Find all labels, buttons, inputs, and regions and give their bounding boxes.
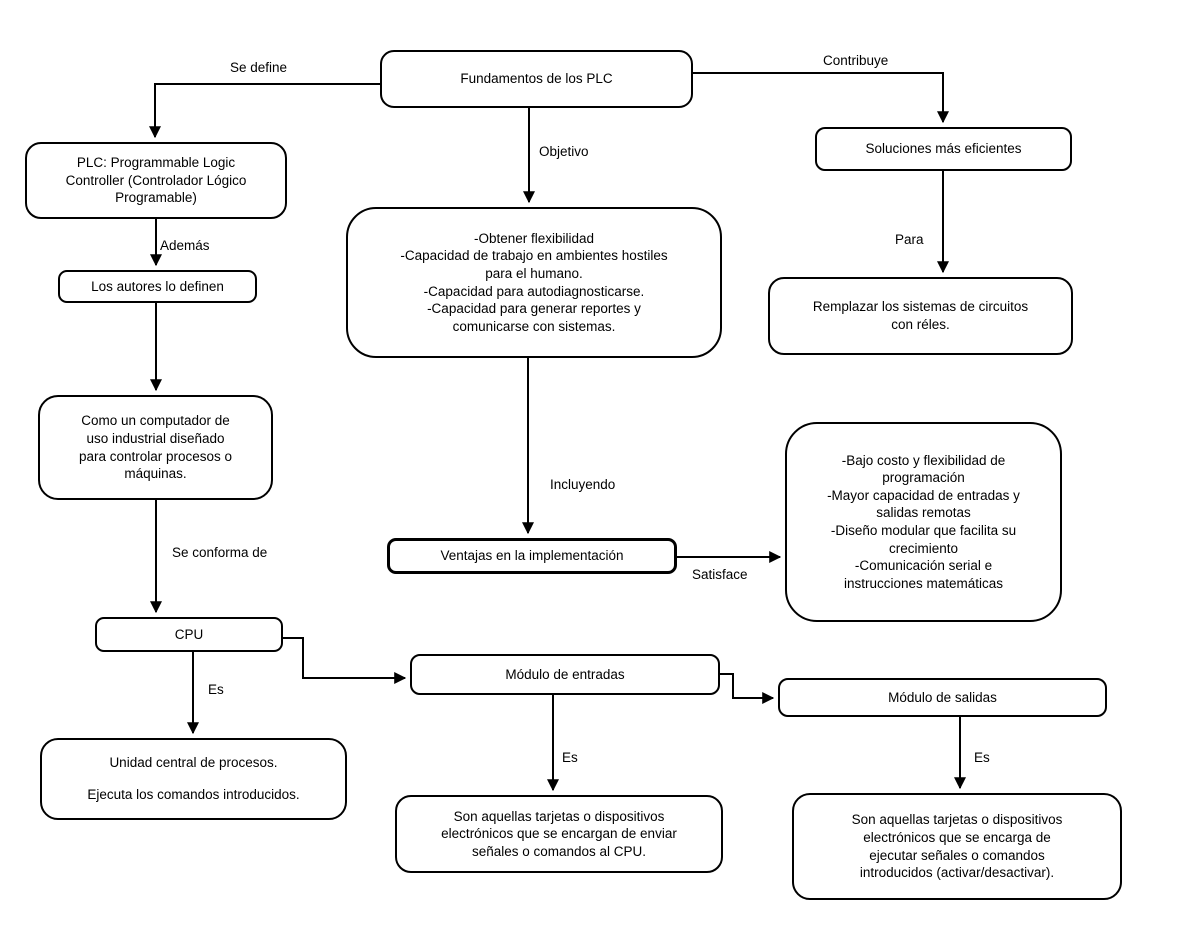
node-entradas-descripcion-label: Son aquellas tarjetas o dispositivos ele…	[441, 808, 677, 859]
node-ventajas-implementacion-label: Ventajas en la implementación	[440, 548, 624, 564]
node-modulo-entradas-label: Módulo de entradas	[505, 666, 625, 682]
edge-label-objetivo: Objetivo	[537, 144, 591, 159]
edge-label-ademas: Además	[158, 238, 212, 253]
node-plc-definicion-label: PLC: Programmable Logic Controller (Cont…	[65, 155, 247, 206]
node-entradas-descripcion: Son aquellas tarjetas o dispositivos ele…	[395, 795, 723, 873]
node-cpu: CPU	[95, 617, 283, 652]
edge-label-se-define: Se define	[228, 60, 290, 75]
edge-label-es-cpu: Es	[206, 682, 226, 697]
edge-se-define-line	[149, 83, 380, 139]
ventaja-item: -Mayor capacidad de entradas y salidas r…	[827, 487, 1020, 521]
node-remplazar-reles: Remplazar los sistemas de circuitos con …	[768, 277, 1073, 355]
ventaja-item: -Bajo costo y flexibilidad de programaci…	[841, 452, 1006, 486]
objetivo-item: -Capacidad para autodiagnosticarse.	[423, 283, 645, 299]
node-soluciones-eficientes-label: Soluciones más eficientes	[865, 141, 1022, 157]
edge-label-es-salidas: Es	[972, 750, 992, 765]
node-autores-definen-label: Los autores lo definen	[91, 278, 224, 294]
node-fundamentos-plc: Fundamentos de los PLC	[380, 50, 693, 108]
edge-contribuye-line	[693, 72, 949, 124]
objetivo-item: -Obtener flexibilidad	[473, 230, 595, 246]
node-modulo-entradas: Módulo de entradas	[410, 654, 720, 695]
ventaja-item: -Comunicación serial e instrucciones mat…	[843, 558, 1004, 591]
node-unidad-central: Unidad central de procesos. Ejecuta los …	[40, 738, 347, 820]
unidad-central-linea2: Ejecuta los comandos introducidos.	[87, 787, 300, 802]
node-ventajas-implementacion: Ventajas en la implementación	[387, 538, 677, 574]
node-ventajas-detalle: -Bajo costo y flexibilidad de programaci…	[785, 422, 1062, 622]
node-soluciones-eficientes: Soluciones más eficientes	[815, 127, 1072, 171]
node-remplazar-reles-label: Remplazar los sistemas de circuitos con …	[812, 299, 1029, 332]
edge-label-se-conforma-de: Se conforma de	[170, 545, 270, 560]
edge-label-incluyendo: Incluyendo	[548, 477, 618, 492]
edge-label-contribuye: Contribuye	[821, 53, 891, 68]
ventaja-item: -Diseño modular que facilita su crecimie…	[830, 523, 1017, 556]
edge-label-satisface: Satisface	[690, 567, 750, 582]
node-autores-definen: Los autores lo definen	[58, 270, 257, 303]
node-modulo-salidas: Módulo de salidas	[778, 678, 1107, 717]
node-fundamentos-plc-label: Fundamentos de los PLC	[460, 71, 613, 87]
edge-label-es-entradas: Es	[560, 750, 580, 765]
node-objetivos-lista: -Obtener flexibilidad -Capacidad de trab…	[346, 207, 722, 358]
node-computador-industrial-label: Como un computador de uso industrial dis…	[78, 413, 233, 482]
node-plc-definicion: PLC: Programmable Logic Controller (Cont…	[25, 142, 287, 219]
unidad-central-linea1: Unidad central de procesos.	[109, 755, 278, 771]
node-cpu-label: CPU	[174, 626, 204, 642]
objetivo-item: -Capacidad para generar reportes y comun…	[427, 301, 641, 334]
edge-label-para: Para	[893, 232, 926, 247]
node-modulo-salidas-label: Módulo de salidas	[888, 689, 997, 705]
edge-cpu-entradas-line	[283, 637, 407, 684]
objetivo-item: -Capacidad de trabajo en ambientes hosti…	[400, 248, 668, 281]
node-salidas-descripcion-label: Son aquellas tarjetas o dispositivos ele…	[851, 812, 1063, 881]
edge-entradas-salidas-line	[720, 673, 775, 704]
node-computador-industrial: Como un computador de uso industrial dis…	[38, 395, 273, 500]
node-salidas-descripcion: Son aquellas tarjetas o dispositivos ele…	[792, 793, 1122, 900]
